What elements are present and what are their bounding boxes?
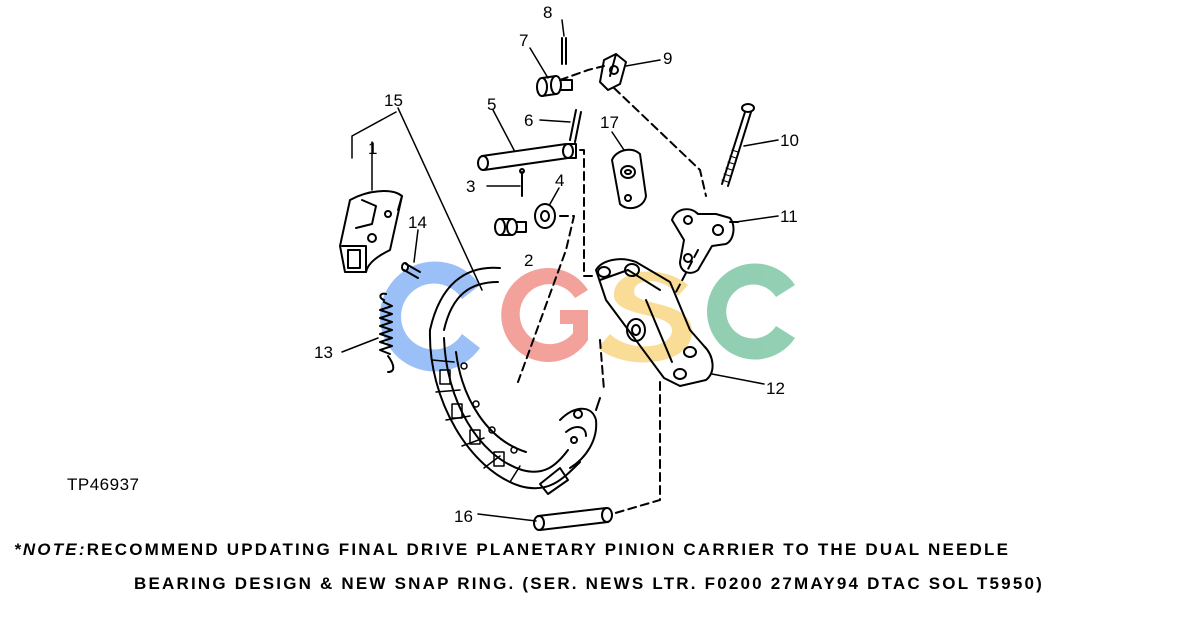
- leader-8: [561, 19, 565, 37]
- callout-12: 12: [766, 379, 785, 398]
- leader-11: [735, 215, 779, 223]
- leader-4: [549, 187, 560, 205]
- watermark-letter-c1: [379, 261, 480, 372]
- leader-16: [477, 513, 537, 522]
- callout-10: 10: [780, 131, 799, 150]
- part-7-clevis-pin: [536, 75, 573, 97]
- leader-13: [341, 337, 379, 353]
- part-8-cotter: [561, 37, 567, 65]
- callout-13: 13: [314, 343, 333, 362]
- part-2-bolt: [494, 218, 527, 236]
- callout-17: 17: [600, 113, 619, 132]
- note-text-line-1: RECOMMEND UPDATING FINAL DRIVE PLANETARY…: [86, 540, 1011, 559]
- leader-9: [625, 59, 661, 67]
- part-13-spring: [379, 292, 395, 373]
- leader-6: [539, 119, 571, 123]
- callout-8: 8: [543, 3, 552, 22]
- callout-6: 6: [524, 111, 533, 130]
- part-3-pin: [519, 168, 525, 197]
- part-10-bolt: [721, 103, 755, 187]
- callout-14: 14: [408, 213, 427, 232]
- part-15-brake-band: [428, 266, 601, 495]
- watermark-letter-c2: [706, 263, 795, 360]
- part-6-roll-pin: [569, 109, 582, 143]
- bracket-1-15: [351, 111, 397, 191]
- callout-2: 2: [524, 251, 533, 270]
- leader-15: [397, 107, 483, 291]
- part-11-lever: [671, 208, 739, 274]
- leader-7: [529, 47, 549, 79]
- leader-14: [413, 229, 419, 263]
- part-14-pin: [401, 262, 421, 279]
- part-16-pin: [533, 507, 613, 531]
- callout-4: 4: [555, 171, 564, 190]
- leader-10: [743, 139, 779, 147]
- note-line-1: *NOTE:RECOMMEND UPDATING FINAL DRIVE PLA…: [14, 540, 1010, 560]
- figure-id: TP46937: [67, 475, 140, 494]
- callout-5: 5: [487, 95, 496, 114]
- part-12-bracket: [595, 258, 714, 387]
- note-text-line-2: BEARING DESIGN & NEW SNAP RING. (SER. NE…: [134, 574, 1044, 593]
- part-5-long-pin: [477, 143, 577, 171]
- callout-labels: 1 2 3 4 5 6 7 8 9 10 11 12 13 14 15 16 1…: [314, 3, 799, 526]
- assembly-lines: [517, 65, 707, 515]
- callout-7: 7: [519, 31, 528, 50]
- leader-17: [611, 131, 625, 151]
- note-line-2: BEARING DESIGN & NEW SNAP RING. (SER. NE…: [134, 574, 1044, 594]
- callout-3: 3: [466, 177, 475, 196]
- callout-1: 1: [368, 139, 377, 158]
- callout-16: 16: [454, 507, 473, 526]
- part-9-yoke: [599, 53, 627, 91]
- part-1-lining-segment: [339, 190, 403, 273]
- leader-5: [492, 109, 515, 151]
- watermark-letter-s: [598, 271, 693, 363]
- watermark-letter-g: [501, 267, 588, 363]
- callout-11: 11: [780, 207, 798, 226]
- part-4-washer: [534, 203, 556, 229]
- leader-12: [711, 373, 765, 385]
- part-17-link-plate: [611, 148, 647, 210]
- watermark: [379, 261, 795, 372]
- callout-15: 15: [384, 91, 403, 110]
- note-prefix: *NOTE:: [14, 540, 87, 559]
- callout-9: 9: [663, 49, 672, 68]
